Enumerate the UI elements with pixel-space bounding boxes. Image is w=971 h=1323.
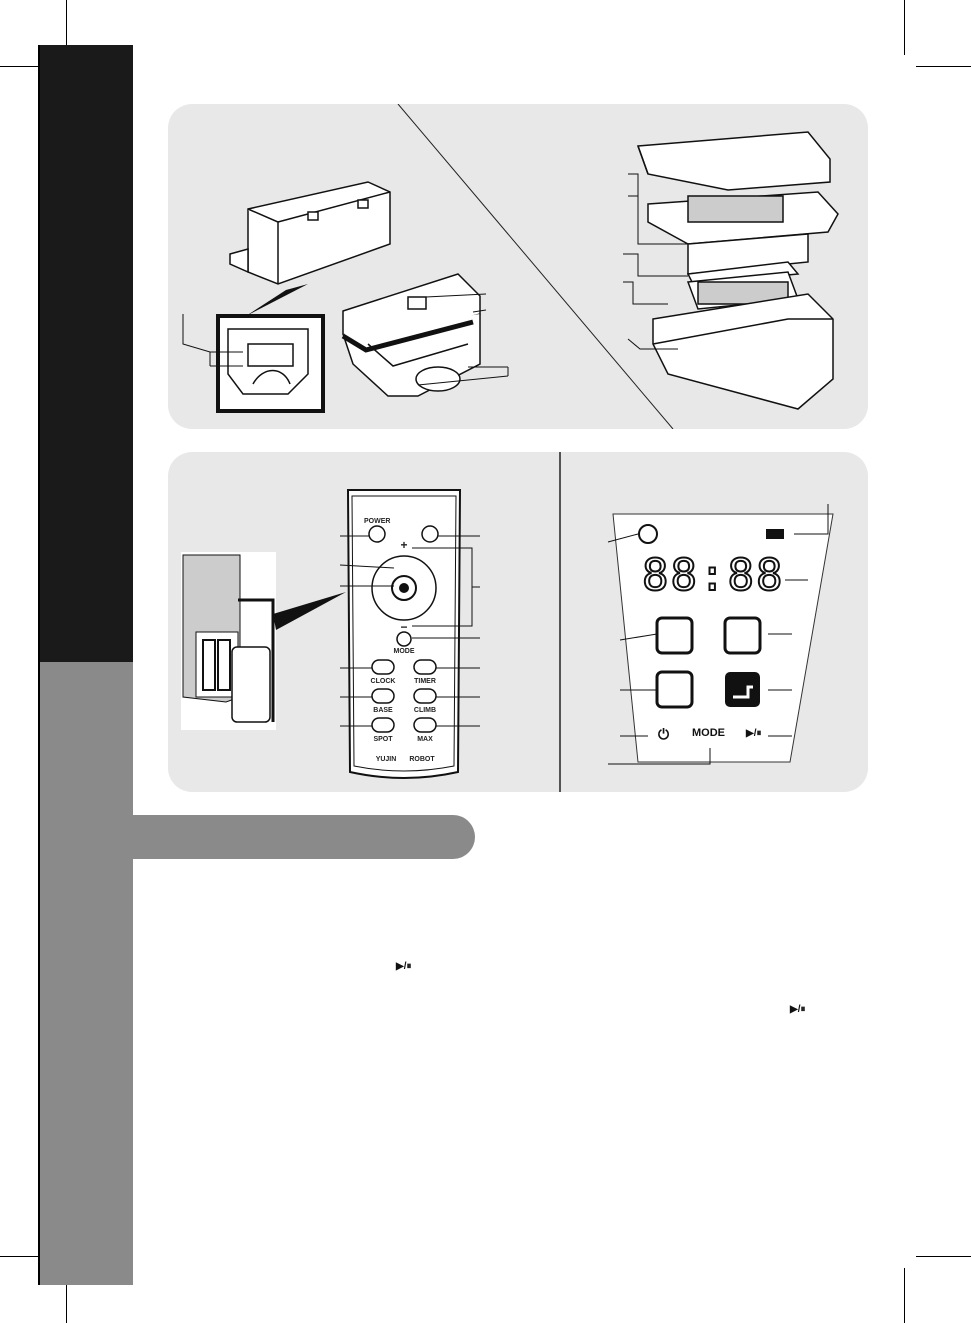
plus-label: + <box>400 538 408 552</box>
brand-right: ROBOT <box>409 756 435 763</box>
crop-mark <box>916 1256 971 1257</box>
play-pause-icon: ▶/⏸ <box>790 1004 806 1015</box>
max-label: MAX <box>417 736 433 743</box>
crop-mark <box>0 1256 55 1257</box>
timer-label: TIMER <box>414 678 436 685</box>
dustbin-illustration <box>182 103 839 430</box>
controls-illustration <box>181 452 834 792</box>
display-power-icon: ⏻ <box>658 726 670 742</box>
section-heading-tab <box>133 815 475 859</box>
climb-label: CLIMB <box>413 707 437 714</box>
display-digits: 88:88 <box>641 549 785 602</box>
controls-illustration-panel: POWER + − MODE CLOCK TIMER BASE CLIMB SP… <box>168 452 868 792</box>
play-pause-icon: ▶/⏸ <box>396 961 412 972</box>
dustbin-illustration-panel <box>168 103 868 430</box>
base-label: BASE <box>373 707 393 714</box>
crop-mark <box>66 1268 67 1323</box>
crop-mark <box>904 0 905 55</box>
crop-mark <box>904 1268 905 1323</box>
crop-mark <box>66 0 67 55</box>
brand-left: YUJIN <box>375 756 397 763</box>
clock-label: CLOCK <box>370 678 396 685</box>
power-label: POWER <box>364 518 391 525</box>
sidebar-dark-block <box>40 45 133 662</box>
crop-mark <box>916 66 971 67</box>
sidebar-grey-block <box>40 662 133 1285</box>
crop-mark <box>0 66 55 67</box>
sidebar-edge <box>38 45 40 1285</box>
display-play-pause: ▶/⏸ <box>746 728 762 739</box>
mode-label: MODE <box>393 648 415 655</box>
minus-label: − <box>400 620 408 634</box>
display-mode-label: MODE <box>692 727 725 739</box>
spot-label: SPOT <box>373 736 393 743</box>
